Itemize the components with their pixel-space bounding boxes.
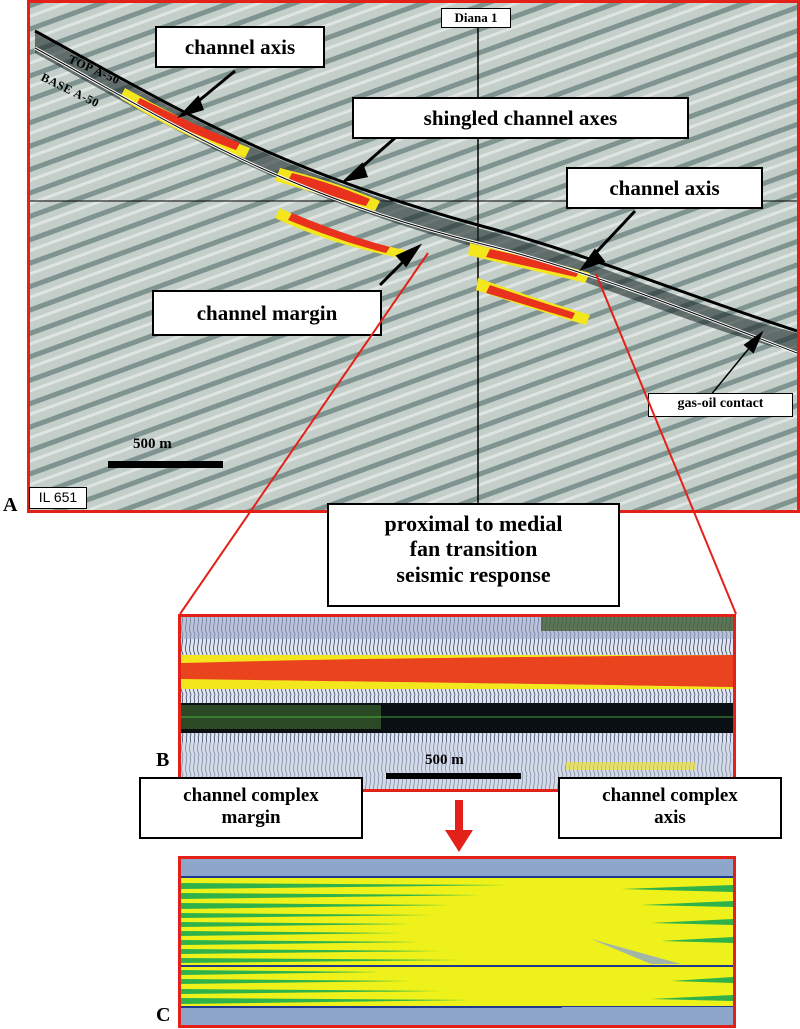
- callout-channel-axis-right: channel axis: [566, 167, 763, 209]
- callout-complex-axis: channel complex axis: [558, 777, 782, 839]
- scale-label-b: 500 m: [425, 752, 464, 768]
- forward-model-c: [181, 859, 733, 1025]
- upper-green-band: [541, 617, 733, 631]
- seismic-section-a: [30, 3, 797, 510]
- model-panel-c: [178, 856, 736, 1028]
- lower-yellow-trace: [566, 762, 696, 770]
- shingled-fill-red: [288, 173, 370, 206]
- transition-line-1: proximal to medial: [384, 511, 563, 536]
- model-green-wedges: [181, 883, 733, 1004]
- seismic-panel-a: [27, 0, 800, 513]
- axis-fill-red: [486, 249, 580, 277]
- dark-reflector: [35, 33, 797, 353]
- inline-label: IL 651: [29, 487, 87, 509]
- scale-label-a: 500 m: [133, 436, 172, 452]
- scale-bar-a: [108, 461, 223, 468]
- transition-line-2: fan transition: [409, 536, 538, 562]
- callout-channel-axis-left: channel axis: [155, 26, 325, 68]
- callout-channel-margin: channel margin: [152, 290, 382, 336]
- seismic-section-b: [181, 617, 733, 789]
- complex-margin-line-1: channel complex: [183, 785, 319, 806]
- base-a50-horizon-outline: [34, 47, 797, 354]
- transition-label: proximal to medial fan transition seismi…: [327, 503, 620, 607]
- seismic-panel-b: [178, 614, 736, 792]
- lower-fill-red: [486, 285, 575, 319]
- margin-fill-red: [288, 213, 390, 253]
- seismic-background: [30, 3, 797, 510]
- complex-axis-line-1: channel complex: [602, 785, 738, 806]
- callout-arrows: [177, 69, 764, 397]
- callout-gas-oil-contact: gas-oil contact: [648, 393, 793, 417]
- red-reflector-band: [181, 655, 733, 687]
- callout-complex-margin: channel complex margin: [139, 777, 363, 839]
- channel-fill-red: [136, 98, 240, 150]
- callout-shingled-channel-axes: shingled channel axes: [352, 97, 689, 139]
- transition-line-3: seismic response: [396, 561, 551, 587]
- well-label: Diana 1: [441, 8, 511, 28]
- scale-bar-b: [386, 773, 521, 779]
- complex-margin-line-2: margin: [221, 806, 281, 828]
- complex-axis-line-2: axis: [654, 806, 686, 828]
- model-lower-blue: [561, 1007, 733, 1025]
- down-arrow-icon: [445, 800, 473, 852]
- top-a50-horizon: [34, 29, 797, 333]
- panel-letter-b: B: [156, 749, 170, 771]
- model-channel-notch: [591, 939, 681, 964]
- panel-letter-a: A: [3, 494, 18, 516]
- panel-letter-c: C: [156, 1004, 171, 1026]
